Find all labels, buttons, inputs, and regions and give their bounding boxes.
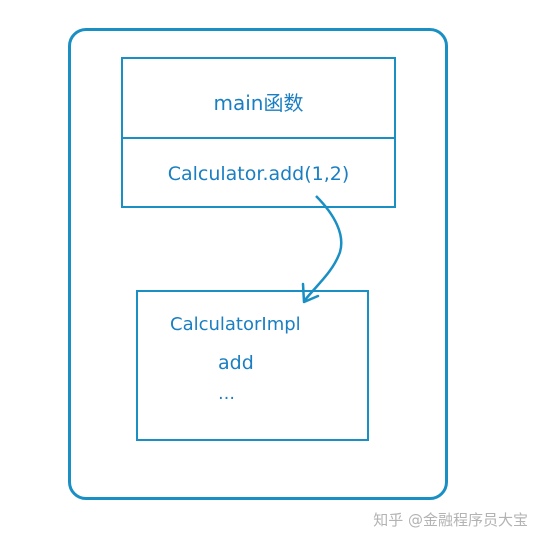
calculator-add-call: Calculator.add(1,2)	[167, 163, 350, 185]
watermark: 知乎 @金融程序员大宝	[373, 511, 528, 529]
add-method-label: add	[218, 352, 254, 374]
main-box-divider	[123, 137, 394, 139]
calculator-impl-box: CalculatorImpl add …	[136, 290, 369, 441]
main-function-title: main函数	[213, 91, 304, 115]
main-function-box: main函数 Calculator.add(1,2)	[121, 57, 396, 208]
calculator-impl-title: CalculatorImpl	[170, 314, 301, 335]
ellipsis-label: …	[218, 384, 235, 404]
outer-frame	[68, 28, 448, 500]
